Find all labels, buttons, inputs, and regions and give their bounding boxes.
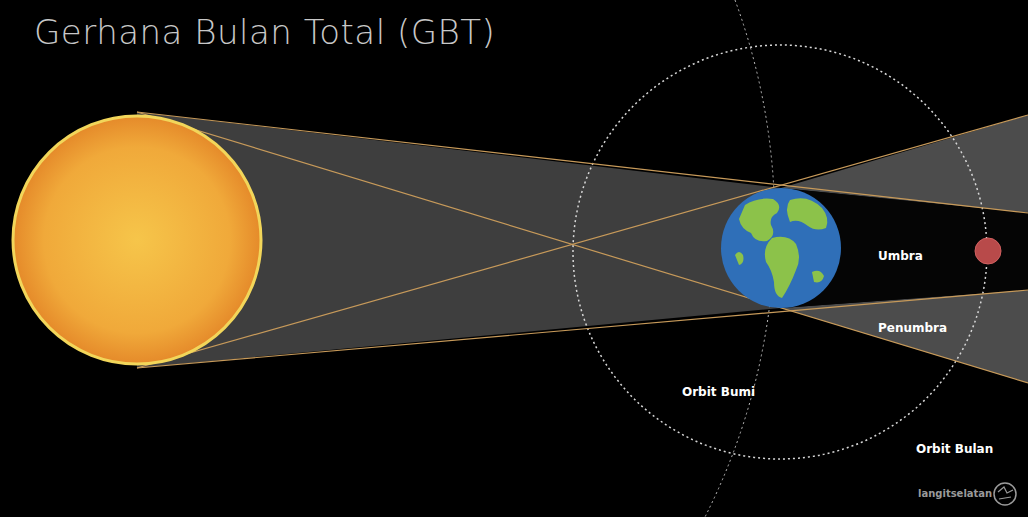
logo-mark	[994, 483, 1016, 505]
diagram-title: Gerhana Bulan Total (GBT)	[34, 12, 495, 52]
sun	[13, 116, 261, 364]
region-label: Penumbra	[878, 321, 947, 335]
moon	[975, 238, 1001, 264]
moon-orbit	[573, 45, 987, 459]
earth	[721, 188, 841, 308]
orbit-label: Orbit Bulan	[916, 442, 993, 456]
logo-mark	[998, 487, 1013, 499]
shadow-lines	[137, 112, 1028, 383]
region-label: Umbra	[878, 249, 923, 263]
orbit-label: Orbit Bumi	[682, 385, 755, 399]
watermark: langitselatan	[918, 488, 992, 499]
